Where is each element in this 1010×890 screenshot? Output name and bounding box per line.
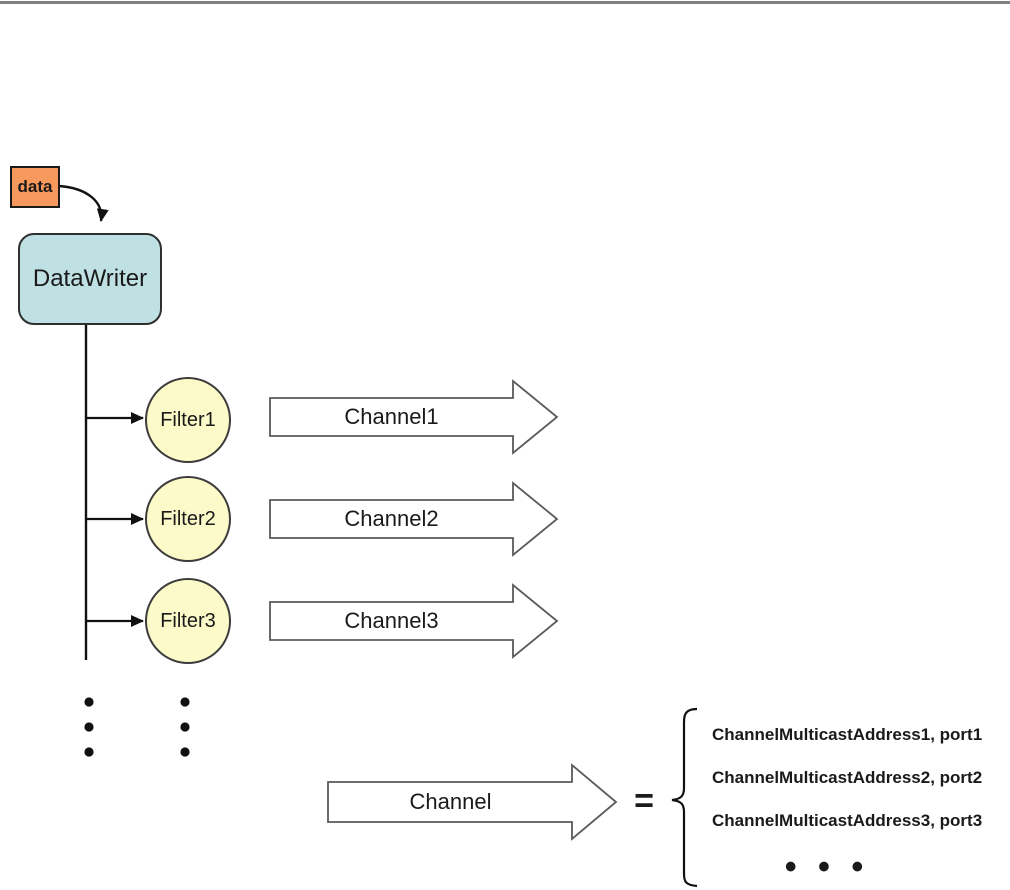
channel2-label: Channel2 xyxy=(344,506,439,531)
filter-node-3-label: Filter3 xyxy=(160,609,216,632)
filter-node-2: Filter2 xyxy=(145,476,231,562)
data-node-label: data xyxy=(17,177,53,196)
top-rule-line xyxy=(0,1,1010,4)
datawriter-node: DataWriter xyxy=(18,233,162,325)
channel-definition-label: Channel xyxy=(409,789,492,814)
data-node: data xyxy=(10,166,60,208)
horizontal-ellipsis: • • • xyxy=(784,847,870,886)
filter-node-2-label: Filter2 xyxy=(160,507,216,530)
filter-node-1-label: Filter1 xyxy=(160,408,216,431)
multicast-entry-1: ChannelMulticastAddress1, port1 xyxy=(712,725,983,744)
data-to-datawriter-arrow xyxy=(58,184,109,222)
channel3-label: Channel3 xyxy=(344,608,439,633)
filter-node-1: Filter1 xyxy=(145,377,231,463)
channel2-block-arrow xyxy=(269,481,559,557)
channel1-block-arrow xyxy=(269,379,559,455)
left-brace xyxy=(671,707,698,888)
datawriter-node-label: DataWriter xyxy=(32,265,148,292)
vertical-ellipsis-right xyxy=(180,697,190,757)
vertical-ellipsis-left xyxy=(84,697,94,757)
multicast-entry-3: ChannelMulticastAddress3, port3 xyxy=(712,811,983,830)
filter-node-3: Filter3 xyxy=(145,578,231,664)
channel1-label: Channel1 xyxy=(344,404,439,429)
equals-sign: = xyxy=(634,781,654,820)
channel3-block-arrow xyxy=(269,583,559,659)
channel-definition-block-arrow xyxy=(327,763,618,841)
multicast-entry-2: ChannelMulticastAddress2, port2 xyxy=(712,768,983,787)
